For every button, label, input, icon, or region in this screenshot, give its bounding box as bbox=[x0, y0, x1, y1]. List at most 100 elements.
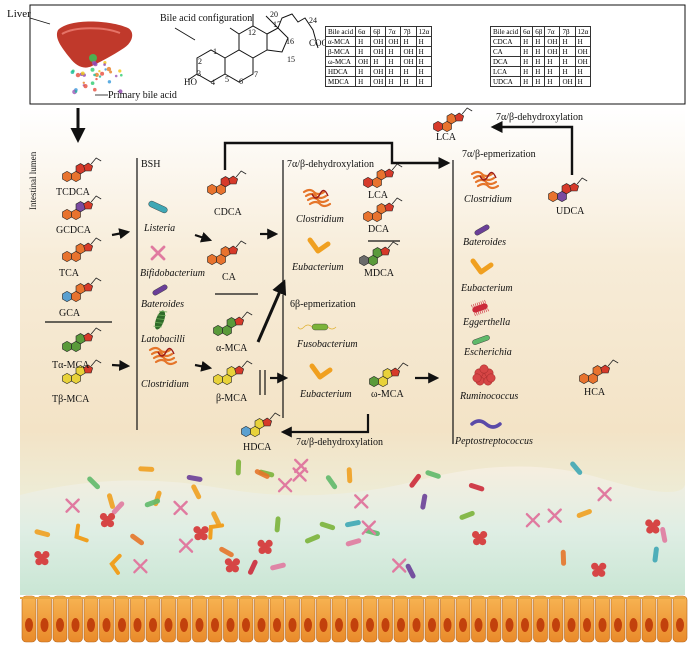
table2-cell: CA bbox=[489, 46, 522, 57]
latobacilli-icon bbox=[153, 310, 168, 330]
ring-number-1: 1 bbox=[213, 47, 217, 56]
intestinal-lumen-label: Intestinal lumen bbox=[28, 151, 38, 210]
liver-icon bbox=[56, 21, 133, 68]
ring-number-12: 12 bbox=[248, 28, 256, 37]
table1-cell: OH bbox=[385, 36, 402, 47]
ring-number-3: 3 bbox=[197, 69, 201, 78]
hca-label: HCA bbox=[584, 387, 606, 398]
dehydrox-bacterium-eubacterium: Eubacterium bbox=[292, 262, 344, 273]
table1-cell: H bbox=[355, 36, 372, 47]
table2-header-cell: 7α bbox=[544, 26, 561, 37]
table1-cell: H bbox=[385, 76, 402, 87]
arrow-udca-to-lca bbox=[490, 121, 574, 175]
table1-header-cell: 12α bbox=[415, 26, 433, 37]
table1-header-cell: Bile acid bbox=[324, 26, 357, 37]
table1-cell: H bbox=[415, 46, 433, 57]
bsh-bacterium-bifidobacterium: Bifidobacterium bbox=[140, 268, 205, 279]
cooh-label: COOH bbox=[309, 38, 335, 48]
table1-cell: H bbox=[385, 46, 402, 57]
table2-cell: OH bbox=[574, 56, 592, 67]
table1-cell: α-MCA bbox=[324, 36, 357, 47]
product-label-ca: CA bbox=[222, 272, 236, 283]
table1-cell: MDCA bbox=[324, 76, 357, 87]
acid-label-gcdca: GCDCA bbox=[56, 225, 92, 236]
eggerthella-icon bbox=[471, 299, 489, 317]
table2-cell: H bbox=[544, 76, 561, 87]
product-label-mca: β-MCA bbox=[216, 393, 248, 404]
udca-label: UDCA bbox=[556, 206, 585, 217]
table1-cell: H bbox=[415, 36, 433, 47]
right-bacterium-peptostreptococcus: Peptostreptococcus bbox=[455, 436, 533, 447]
table2-header-cell: 6α bbox=[520, 26, 534, 37]
bacteria-icons bbox=[148, 170, 502, 429]
epimerization-6b-title: 6β-epmerization bbox=[290, 299, 356, 310]
tcdca-molecule-icon bbox=[62, 157, 102, 183]
table2-header-cell: 7β bbox=[559, 26, 576, 37]
table1-header-cell: 7α bbox=[385, 26, 402, 37]
dca-molecule-icon bbox=[363, 197, 403, 223]
table2-cell: OH bbox=[574, 46, 592, 57]
acid-label-t-mca: Tα-MCA bbox=[52, 360, 90, 371]
table2-cell: H bbox=[532, 36, 546, 47]
table1-cell: H bbox=[355, 66, 372, 77]
ring-number-6: 6 bbox=[239, 77, 243, 86]
arrow-left-to-bsh-bottom bbox=[111, 359, 131, 371]
table1-header-cell: 6β bbox=[370, 26, 387, 37]
table1-cell: OH bbox=[370, 66, 387, 77]
epimer6-bacterium-fusobacterium: Fusobacterium bbox=[297, 339, 358, 350]
steroid-structure-icon bbox=[187, 13, 319, 83]
table1-cell: H bbox=[370, 56, 387, 67]
table2-cell: OH bbox=[544, 46, 561, 57]
product-label-mca: α-MCA bbox=[216, 343, 248, 354]
ring-number-15: 15 bbox=[287, 55, 295, 64]
table1-cell: OH bbox=[400, 46, 417, 57]
dehydrox-bacterium-clostridium: Clostridium bbox=[296, 214, 344, 225]
table2-cell: H bbox=[520, 76, 534, 87]
hdca-molecule-icon bbox=[241, 412, 281, 438]
right-lca-label: LCA bbox=[436, 132, 456, 143]
acid-label-tcdca: TCDCA bbox=[56, 187, 90, 198]
table2-cell: H bbox=[532, 56, 546, 67]
ca-molecule-icon bbox=[207, 240, 247, 266]
listeria-icon bbox=[148, 200, 168, 214]
mdca-molecule-icon bbox=[359, 241, 399, 267]
tca-molecule-icon bbox=[62, 237, 102, 263]
table1-cell: H bbox=[400, 36, 417, 47]
table2-cell: H bbox=[532, 76, 546, 87]
intestinal-lumen-background bbox=[20, 108, 685, 538]
ring-number-20: 20 bbox=[270, 10, 278, 19]
dehydrox-product-dca: DCA bbox=[368, 224, 390, 235]
bsh-bacterium-listeria: Listeria bbox=[144, 223, 176, 234]
table2-cell: H bbox=[532, 46, 546, 57]
bsh-bacterium-bateroides: Bateroides bbox=[141, 299, 184, 310]
ring-number-2: 2 bbox=[198, 57, 202, 66]
table1-cell: H bbox=[400, 76, 417, 87]
right-clostridium-icon bbox=[470, 170, 500, 190]
table2-cell: H bbox=[559, 36, 576, 47]
arrow-bsh-to-cdca bbox=[194, 231, 213, 243]
table1-cell: OH bbox=[400, 56, 417, 67]
bile-acid-dots bbox=[70, 60, 123, 95]
peptostreptococcus-icon bbox=[470, 419, 502, 429]
table1-cell: HDCA bbox=[324, 66, 357, 77]
molecule-icons bbox=[62, 107, 619, 438]
table1-cell: H bbox=[355, 46, 372, 57]
right-bateroides-icon bbox=[474, 224, 490, 236]
table2-cell: H bbox=[520, 56, 534, 67]
table2-cell: H bbox=[574, 36, 592, 47]
table1-cell: OH bbox=[370, 76, 387, 87]
dehydrox-eubacterium-icon bbox=[307, 237, 331, 254]
dehydrox-product-mdca: MDCA bbox=[364, 268, 395, 279]
bsh-title: BSH bbox=[141, 159, 161, 170]
epithelium-cells bbox=[20, 595, 688, 643]
acid-label-gca: GCA bbox=[59, 308, 81, 319]
bsh-clostridium-icon bbox=[148, 346, 178, 366]
